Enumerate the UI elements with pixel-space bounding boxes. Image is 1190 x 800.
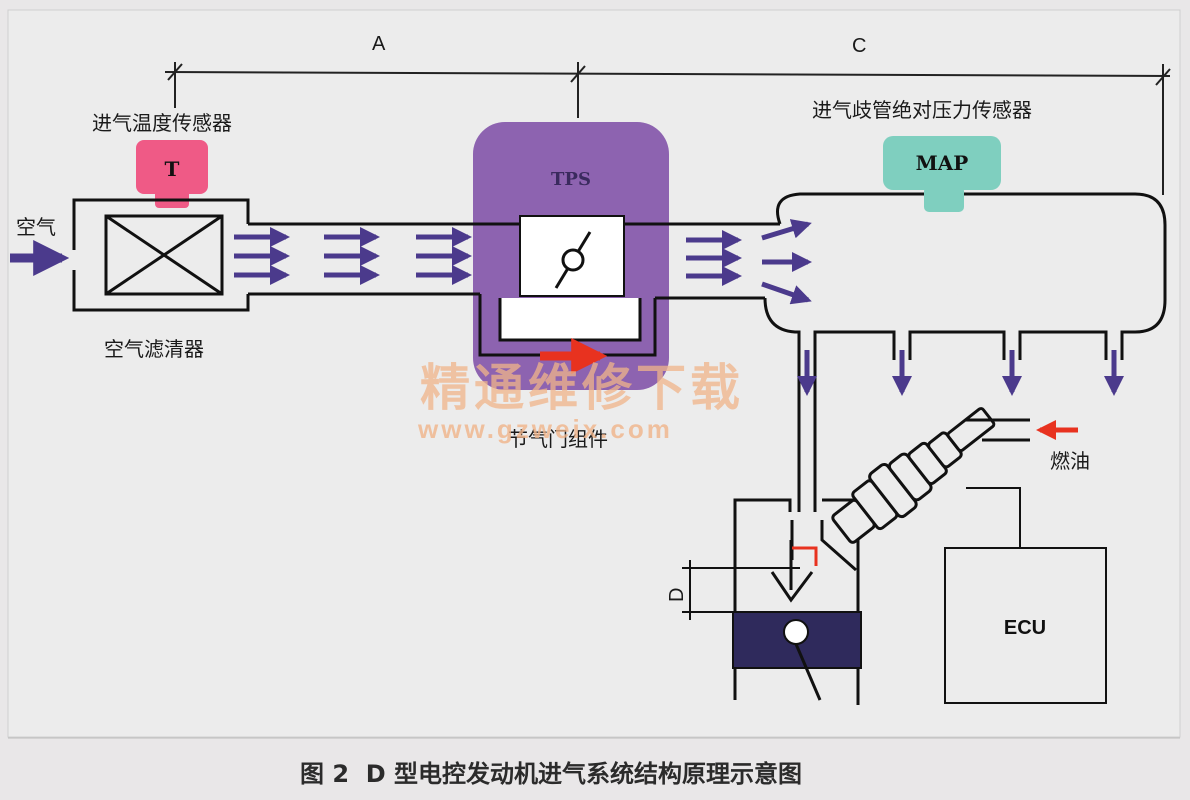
dimension-d-label: D [666, 588, 688, 602]
ecu-label: ECU [1004, 617, 1046, 639]
bypass-channel [478, 294, 657, 357]
fuel-label: 燃油 [1050, 449, 1090, 473]
watermark-title: 精通维修下载 [420, 358, 744, 417]
ecu-unit: ECU [944, 487, 1107, 704]
airflow-arrows [10, 219, 1124, 396]
dimension-d [682, 560, 800, 620]
map-sensor-label: 进气歧管绝对压力传感器 [812, 98, 1032, 122]
throttle-valve [554, 231, 592, 289]
map-sensor: MAP [883, 136, 1001, 212]
intake-temp-sensor-label: 进气温度传感器 [92, 111, 232, 135]
figure-caption: 图 2 D 型电控发动机进气系统结构原理示意图 [300, 760, 802, 788]
dimension-a: A [372, 33, 386, 55]
temp-sensor-letter: T [165, 157, 180, 181]
tps-label: TPS [551, 169, 591, 190]
watermark-url: www.gzweix.com [417, 414, 673, 444]
dimension-lines [164, 62, 1171, 195]
piston-pin [783, 619, 809, 645]
dimension-c: C [852, 35, 866, 57]
air-inlet-label: 空气 [16, 215, 56, 239]
intake-pipe [248, 222, 780, 300]
throttle-assembly-label: 节气门组件 [508, 427, 608, 451]
intake-manifold [763, 192, 1167, 512]
fuel-line [966, 418, 1030, 442]
spray-arrow [792, 546, 818, 566]
connecting-rod [794, 643, 822, 701]
air-filter [72, 198, 250, 312]
air-filter-label: 空气滤清器 [104, 337, 204, 361]
map-sensor-letters: MAP [916, 151, 969, 175]
